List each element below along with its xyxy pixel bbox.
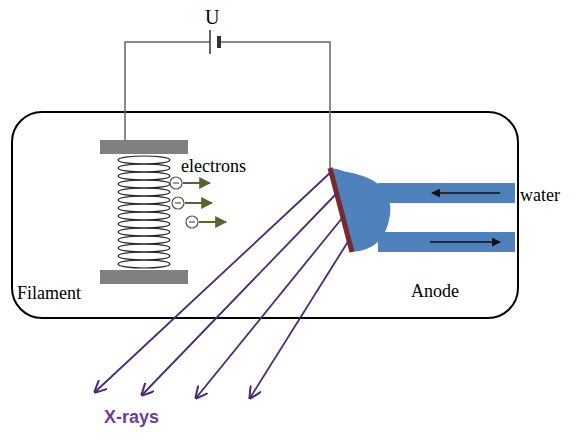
battery-symbol <box>210 30 219 54</box>
coil-winding <box>118 196 170 204</box>
filament <box>100 140 188 284</box>
coil-winding <box>118 228 170 236</box>
x-ray-beams <box>95 172 349 398</box>
coil-winding <box>118 236 170 244</box>
coil-winding <box>118 156 170 164</box>
coil-winding <box>118 188 170 196</box>
coil-winding <box>118 164 170 172</box>
coil-winding <box>118 180 170 188</box>
electron <box>170 177 210 189</box>
coil-winding <box>118 212 170 220</box>
coil-winding <box>118 252 170 260</box>
anode <box>330 168 515 252</box>
voltage-label: U <box>205 6 219 28</box>
anode-label: Anode <box>411 282 459 302</box>
coil-winding <box>118 172 170 180</box>
filament-label: Filament <box>17 284 81 304</box>
coil-winding <box>118 220 170 228</box>
electron <box>172 197 212 209</box>
electrons-label: electrons <box>181 157 246 177</box>
coil-winding <box>118 204 170 212</box>
coil-winding <box>118 260 170 268</box>
electron-symbols <box>170 177 226 228</box>
coil-winding <box>118 244 170 252</box>
x-rays-label: X-rays <box>104 408 159 428</box>
tube-housing <box>12 112 518 318</box>
electron <box>186 216 226 228</box>
water-label: water <box>520 186 560 206</box>
